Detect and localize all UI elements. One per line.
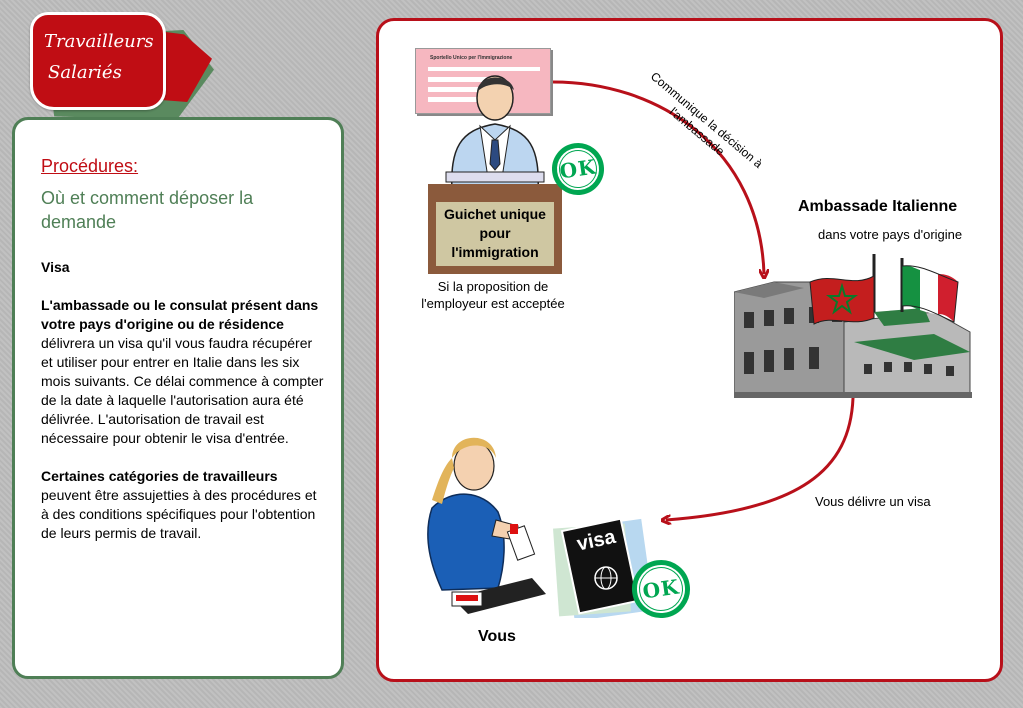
guichet-label: Guichet unique pour l'immigration	[436, 202, 554, 266]
condition-line-2: l'employeur est acceptée	[402, 295, 584, 312]
embassy-subtitle: dans votre pays d'origine	[818, 227, 962, 242]
form-header: Sportello Unico per l'Immigrazione	[430, 55, 512, 61]
clerk-illustration	[440, 68, 550, 192]
guichet-desk: Guichet unique pour l'immigration	[428, 184, 562, 274]
you-label: Vous	[478, 628, 516, 646]
embassy-title: Ambassade Italienne	[798, 198, 957, 216]
condition-text: Si la proposition de l'employeur est acc…	[402, 278, 584, 312]
condition-line-1: Si la proposition de	[402, 278, 584, 295]
officer-illustration	[412, 428, 552, 618]
embassy-building-illustration	[734, 252, 972, 402]
visa-delivery-label: Vous délivre un visa	[815, 494, 931, 509]
